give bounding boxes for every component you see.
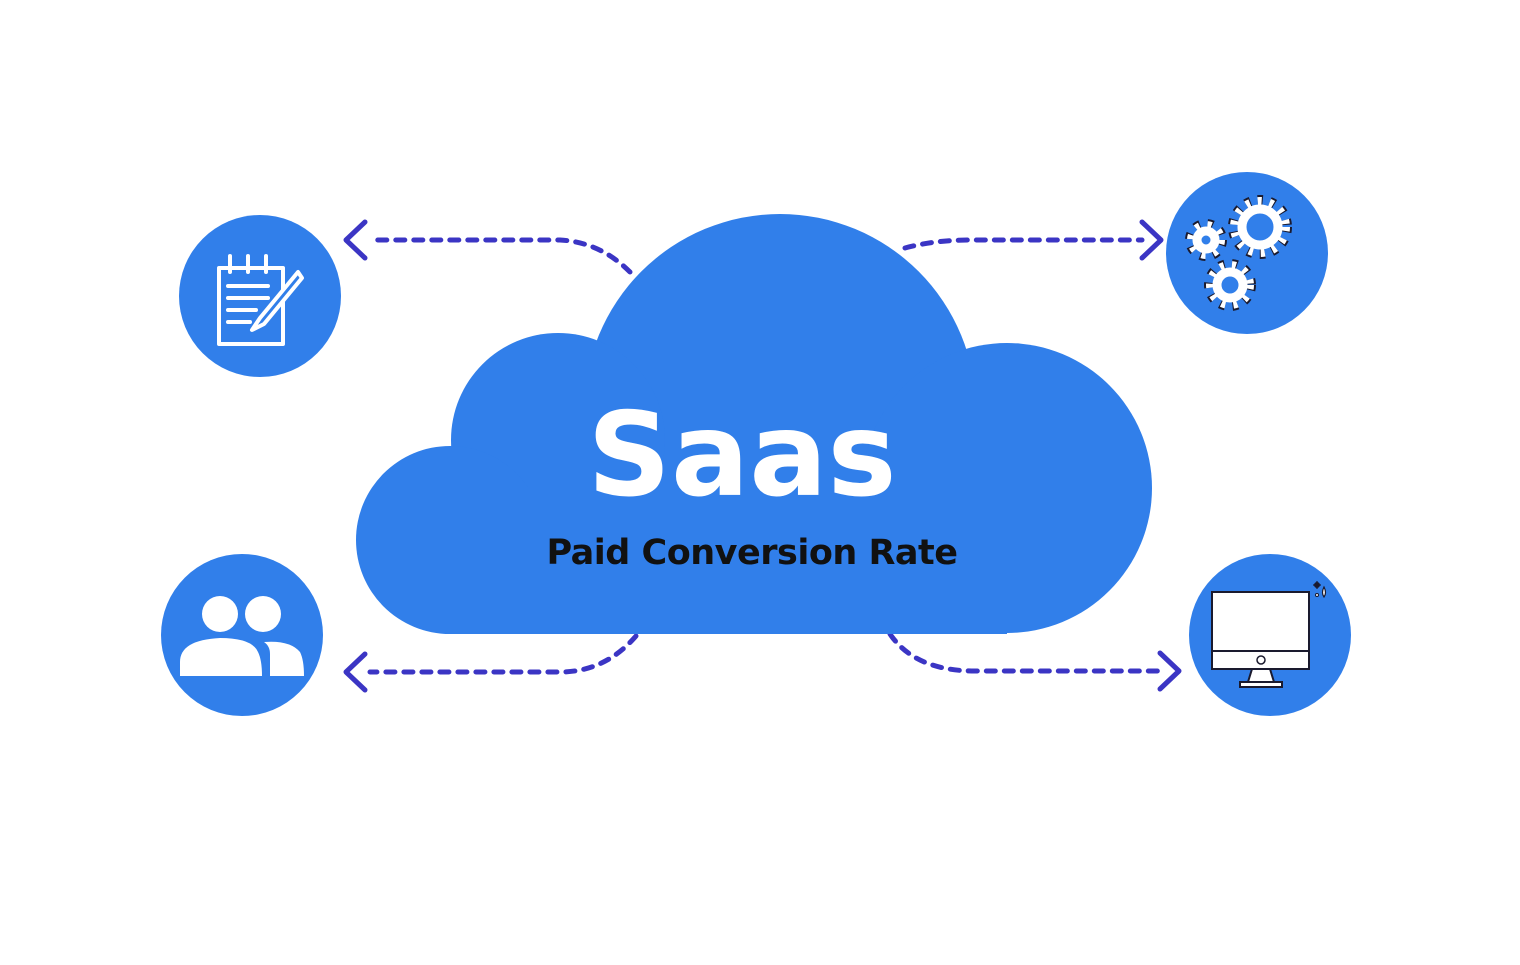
connector-bottom-right — [887, 631, 1182, 692]
connector-top-left — [343, 219, 633, 275]
sparkle-icon — [1313, 581, 1327, 599]
diagram-title: Saas — [587, 388, 896, 523]
diagram-subtitle: Paid Conversion Rate — [546, 533, 957, 573]
node-notes — [179, 215, 341, 377]
cloud-shape — [356, 214, 1152, 634]
monitor-icon — [1211, 591, 1310, 688]
users-icon — [180, 596, 304, 676]
gears-icon — [1185, 195, 1292, 311]
connector-bottom-left — [343, 633, 639, 693]
node-users — [161, 554, 323, 716]
connector-top-right — [902, 219, 1164, 261]
node-computer — [1189, 554, 1351, 716]
notepad-pencil-icon — [217, 254, 304, 346]
node-settings — [1166, 172, 1328, 334]
